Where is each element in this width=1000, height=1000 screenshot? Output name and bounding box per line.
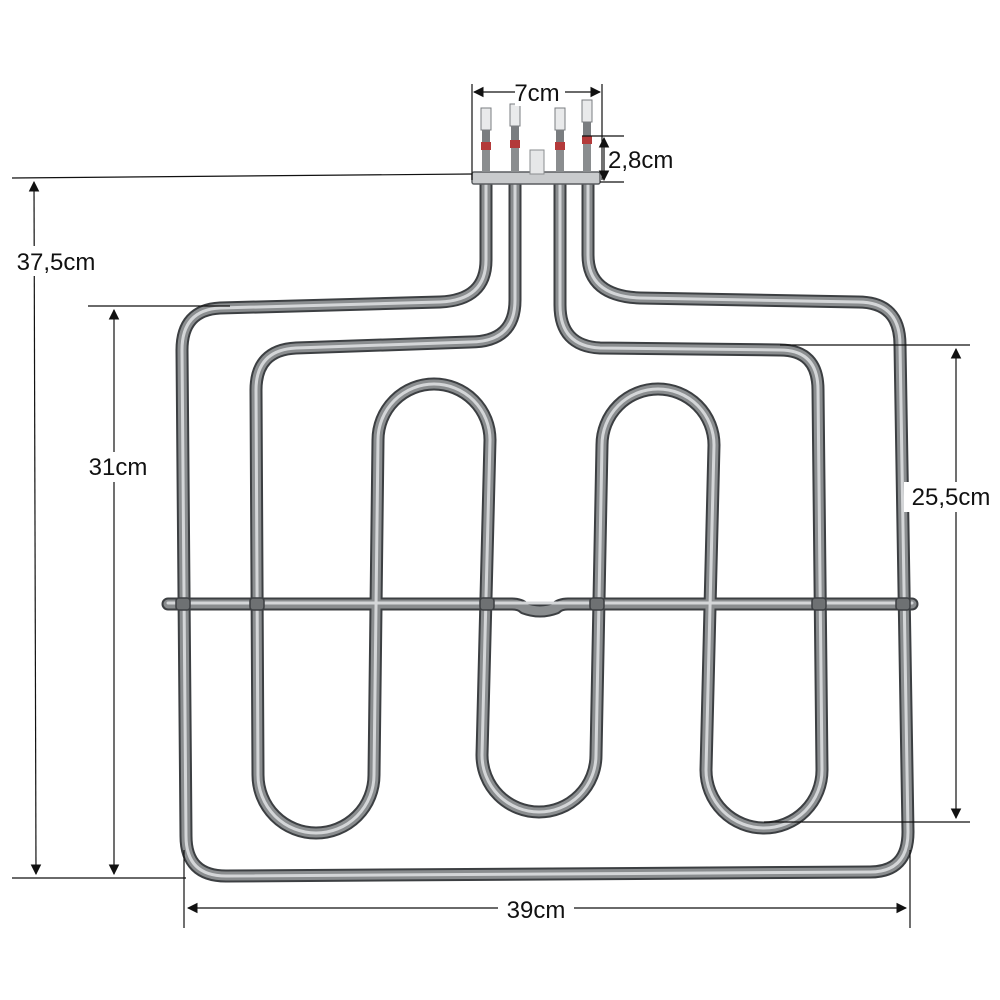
terminal-bracket (471, 99, 601, 185)
terminal-3 (554, 107, 566, 172)
terminal-1 (480, 107, 492, 172)
dim-37-5cm-ext-top (11, 173, 473, 179)
label-39cm: 39cm (507, 897, 566, 924)
label-25-5cm: 25,5cm (912, 484, 991, 511)
label-7cm: 7cm (514, 80, 559, 107)
dim-37-5cm-line (28, 180, 42, 876)
outer-loop-outline (175, 178, 915, 883)
terminal-2 (509, 103, 521, 172)
label-2-8cm: 2,8cm (608, 147, 673, 174)
dimension-labels: 7cm 2,8cm 37,5cm 31cm 25,5cm 39cm (17, 80, 991, 924)
heating-element (161, 178, 919, 883)
terminal-4 (581, 99, 593, 172)
inner-loop-outline (249, 178, 829, 840)
support-clips (175, 597, 911, 611)
label-37-5cm: 37,5cm (17, 249, 96, 276)
label-31cm: 31cm (89, 454, 148, 481)
